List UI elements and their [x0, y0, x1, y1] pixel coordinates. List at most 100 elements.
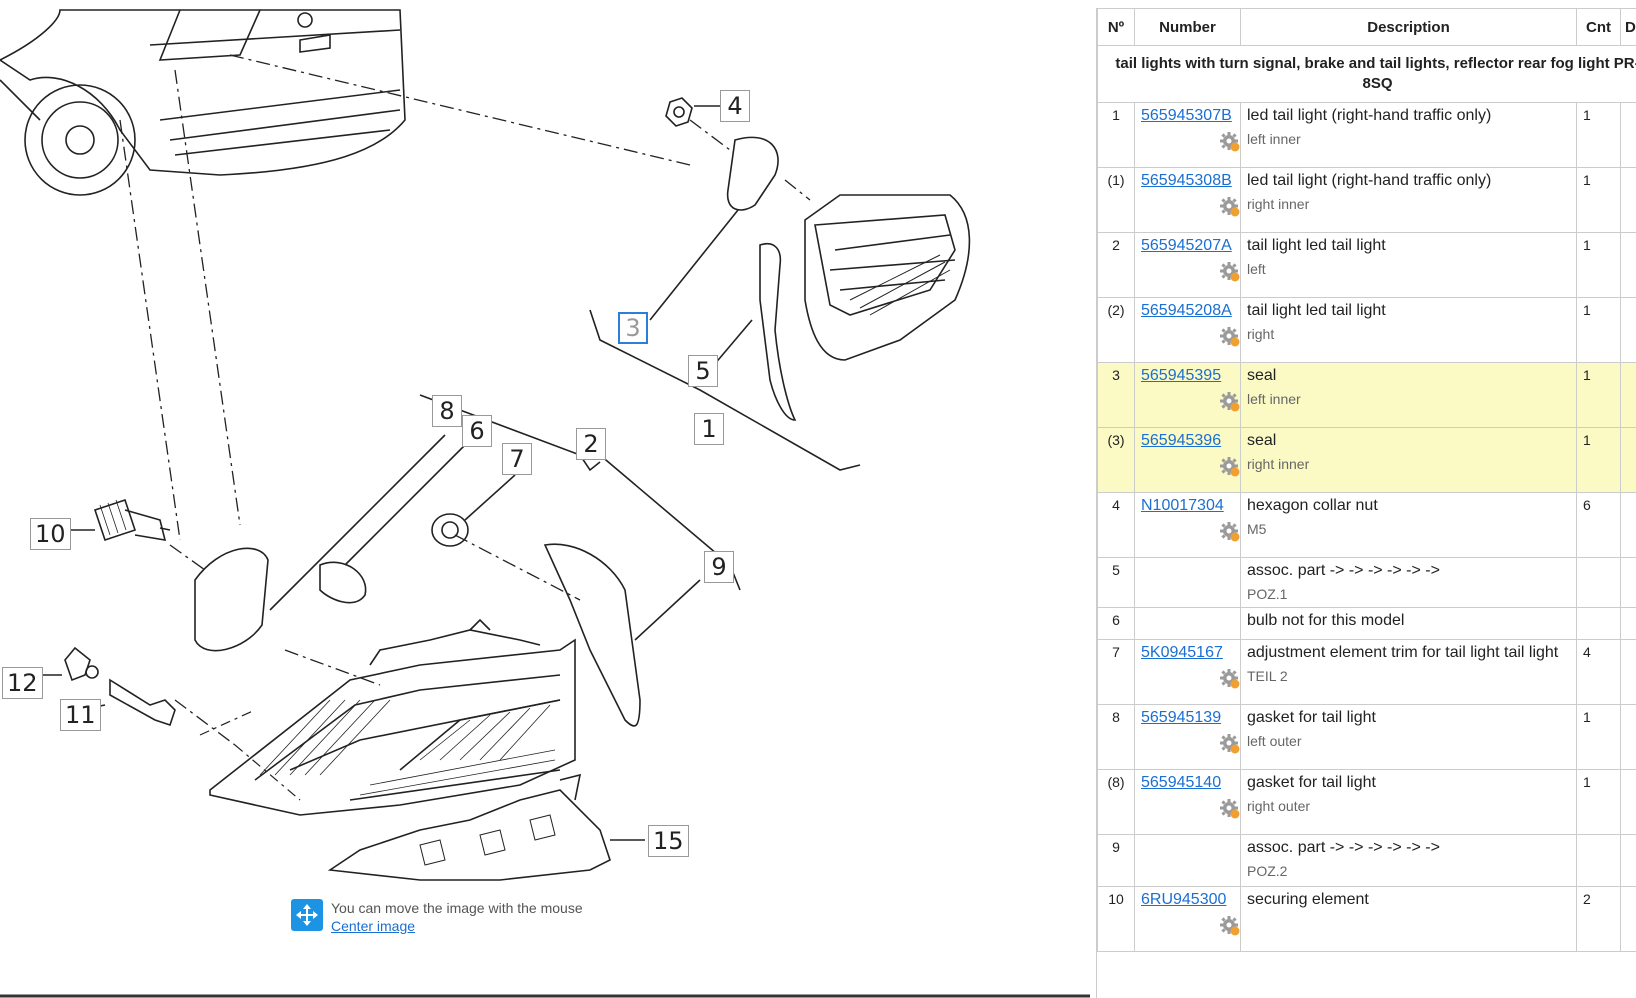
quantity-cell: 4 — [1576, 639, 1621, 705]
row-position: 2 — [1097, 232, 1135, 298]
quantity-cell: 1 — [1576, 297, 1621, 363]
part-number-link[interactable]: 565945139 — [1141, 709, 1222, 726]
col-header-extra[interactable]: D — [1620, 8, 1636, 46]
part-description: bulb not for this model — [1247, 612, 1405, 629]
part-number-cell: 565945207A — [1134, 232, 1241, 298]
part-number-link[interactable]: 565945208A — [1141, 302, 1232, 319]
part-note: right inner — [1247, 456, 1310, 472]
part-description: assoc. part -> -> -> -> -> -> — [1247, 562, 1440, 579]
part-number-link[interactable]: 565945396 — [1141, 432, 1222, 449]
quantity-cell: 1 — [1576, 232, 1621, 298]
row-position: 6 — [1097, 607, 1135, 640]
parts-diagram[interactable]: 4 3 5 1 8 6 7 2 9 10 12 11 15 You can mo… — [0, 0, 1090, 998]
extra-cell — [1620, 427, 1636, 493]
row-position: (3) — [1097, 427, 1135, 493]
table-row: 7 5K0945167 adjustment element trim for ta… — [1097, 639, 1636, 705]
part-number-cell: 565945308B — [1134, 167, 1241, 233]
description-cell: led tail light (right-hand traffic only)… — [1240, 102, 1577, 168]
callout-3-active[interactable]: 3 — [618, 312, 648, 344]
col-header-no[interactable]: Nº — [1097, 8, 1135, 46]
part-description: led tail light (right-hand traffic only) — [1247, 107, 1492, 124]
part-number-cell: 565945139 — [1134, 704, 1241, 770]
col-header-description[interactable]: Description — [1240, 8, 1577, 46]
callout-1[interactable]: 1 — [694, 413, 724, 445]
quantity-cell — [1576, 834, 1621, 887]
gear-icon[interactable] — [1219, 915, 1241, 937]
parts-table: Nº Number Description Cnt D tail lights … — [1097, 8, 1636, 952]
quantity-cell: 1 — [1576, 362, 1621, 428]
part-number-cell: 565945395 — [1134, 362, 1241, 428]
part-note: left outer — [1247, 733, 1302, 749]
gear-icon[interactable] — [1219, 261, 1241, 283]
part-note: M5 — [1247, 521, 1267, 537]
quantity-cell: 2 — [1576, 886, 1621, 952]
part-description: tail light led tail light — [1247, 237, 1386, 254]
part-number-link[interactable]: 565945307B — [1141, 107, 1232, 124]
move-hint: You can move the image with the mouse Ce… — [291, 899, 583, 935]
extra-cell — [1620, 607, 1636, 640]
center-image-link[interactable]: Center image — [331, 918, 416, 934]
extra-cell — [1620, 167, 1636, 233]
part-note: left inner — [1247, 391, 1301, 407]
callout-9[interactable]: 9 — [704, 551, 734, 583]
gear-icon[interactable] — [1219, 131, 1241, 153]
part-number-link[interactable]: 5K0945167 — [1141, 644, 1223, 661]
gear-icon[interactable] — [1219, 391, 1241, 413]
callout-7[interactable]: 7 — [502, 443, 532, 475]
callout-2[interactable]: 2 — [576, 428, 606, 460]
gear-icon[interactable] — [1219, 196, 1241, 218]
callout-4[interactable]: 4 — [720, 90, 750, 122]
extra-cell — [1620, 557, 1636, 608]
callout-5[interactable]: 5 — [688, 355, 718, 387]
table-header-row: Nº Number Description Cnt D — [1097, 8, 1636, 46]
extra-cell — [1620, 492, 1636, 558]
row-position: (2) — [1097, 297, 1135, 363]
part-note: left inner — [1247, 131, 1301, 147]
part-number-link[interactable]: 6RU945300 — [1141, 891, 1227, 908]
part-description: adjustment element trim for tail light t… — [1247, 644, 1559, 661]
part-number-link[interactable]: N10017304 — [1141, 497, 1224, 514]
row-position: 7 — [1097, 639, 1135, 705]
extra-cell — [1620, 297, 1636, 363]
group-title: tail lights with turn signal, brake and … — [1097, 45, 1636, 103]
col-header-cnt[interactable]: Cnt — [1576, 8, 1621, 46]
extra-cell — [1620, 639, 1636, 705]
gear-icon[interactable] — [1219, 521, 1241, 543]
description-cell: bulb not for this model — [1240, 607, 1577, 640]
row-position: 1 — [1097, 102, 1135, 168]
description-cell: assoc. part -> -> -> -> -> ->POZ.1 — [1240, 557, 1577, 608]
col-header-number[interactable]: Number — [1134, 8, 1241, 46]
row-position: (1) — [1097, 167, 1135, 233]
part-number-link[interactable]: 565945395 — [1141, 367, 1222, 384]
gear-icon[interactable] — [1219, 798, 1241, 820]
extra-cell — [1620, 834, 1636, 887]
callout-11[interactable]: 11 — [60, 699, 101, 731]
row-position: 8 — [1097, 704, 1135, 770]
description-cell: adjustment element trim for tail light t… — [1240, 639, 1577, 705]
callout-6[interactable]: 6 — [462, 415, 492, 447]
part-number-link[interactable]: 565945140 — [1141, 774, 1222, 791]
table-row: 6 bulb not for this model — [1097, 607, 1636, 640]
gear-icon[interactable] — [1219, 326, 1241, 348]
part-number-cell: 565945140 — [1134, 769, 1241, 835]
callout-12[interactable]: 12 — [2, 667, 43, 699]
part-number-link[interactable]: 565945308B — [1141, 172, 1232, 189]
callout-15[interactable]: 15 — [648, 825, 689, 857]
gear-icon[interactable] — [1219, 733, 1241, 755]
gear-icon[interactable] — [1219, 456, 1241, 478]
exploded-view-drawing — [0, 9, 1090, 998]
gear-icon[interactable] — [1219, 668, 1241, 690]
extra-cell — [1620, 704, 1636, 770]
parts-table-panel[interactable]: Nº Number Description Cnt D tail lights … — [1096, 8, 1636, 998]
callout-8[interactable]: 8 — [432, 395, 462, 427]
callout-10[interactable]: 10 — [30, 518, 71, 550]
part-number-link[interactable]: 565945207A — [1141, 237, 1232, 254]
row-position: 4 — [1097, 492, 1135, 558]
part-description: assoc. part -> -> -> -> -> -> — [1247, 839, 1440, 856]
extra-cell — [1620, 362, 1636, 428]
